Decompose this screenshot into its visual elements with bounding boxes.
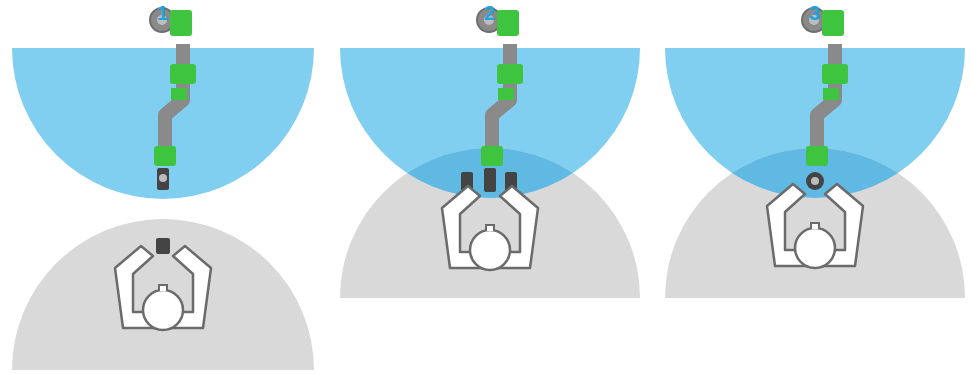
robot-tool xyxy=(484,168,496,192)
operator-workspace xyxy=(665,148,965,298)
tool-center xyxy=(159,174,167,182)
part-center xyxy=(811,177,819,185)
panel-two xyxy=(340,8,640,298)
panel-one xyxy=(12,8,314,370)
callout-number: 3 xyxy=(809,2,820,24)
operator-workspace xyxy=(12,219,314,370)
robot-arm xyxy=(802,8,848,166)
robot-arm xyxy=(477,8,523,166)
operator-workspace xyxy=(340,148,640,298)
callout-number: 1 xyxy=(157,2,168,24)
shared-workspace xyxy=(665,148,965,298)
callout-number: 2 xyxy=(484,2,495,24)
operator xyxy=(115,246,211,330)
robot-arm xyxy=(150,8,196,166)
handed-part xyxy=(806,172,824,190)
panel-three xyxy=(665,8,965,298)
operator xyxy=(442,186,538,270)
shared-workspace xyxy=(340,148,640,298)
operator xyxy=(767,184,863,268)
work-part xyxy=(156,238,170,254)
robot-tool xyxy=(157,168,169,190)
